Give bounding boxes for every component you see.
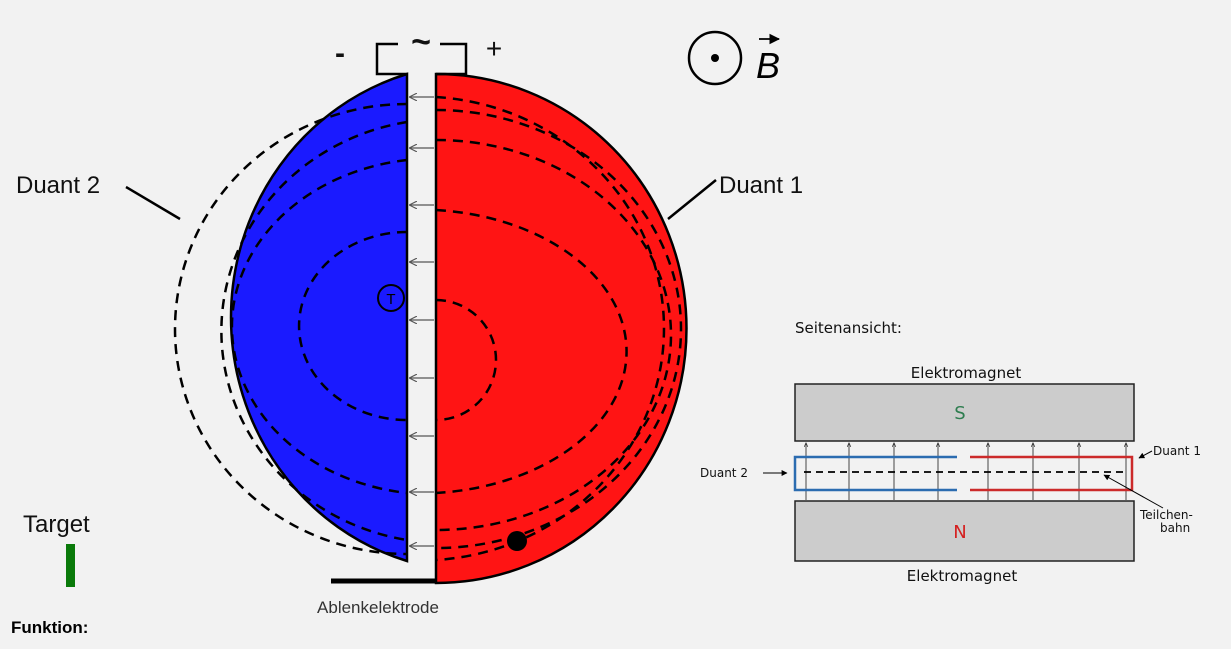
ion-source	[377, 284, 405, 312]
side-duant-1-label: Duant 1	[1153, 444, 1201, 458]
path-label-pointer	[1103, 474, 1164, 509]
duant-2-label: Duant 2	[16, 172, 100, 199]
target-marker	[66, 544, 75, 587]
duant-1-half	[434, 72, 688, 585]
side-duant-1-arrow	[1138, 450, 1153, 459]
path-label-line-1: Teilchen-	[1139, 508, 1193, 522]
north-pole: N	[953, 522, 966, 543]
function-heading: Funktion:	[11, 618, 89, 637]
field-out-of-page-icon	[687, 30, 743, 86]
side-view: Seitenansicht: Elektromagnet S N Elektro…	[700, 319, 1201, 585]
wire-minus	[375, 42, 407, 76]
ion-source-label: T	[386, 291, 395, 308]
path-label-line-2: bahn	[1160, 521, 1190, 535]
side-duant-2-label: Duant 2	[700, 466, 748, 480]
field-label: B	[756, 45, 780, 86]
side-view-title: Seitenansicht:	[795, 319, 902, 337]
duant-1-label: Duant 1	[719, 172, 803, 199]
plus-label: +	[486, 33, 502, 64]
side-duant-1	[970, 455, 1134, 492]
duant-1-leader	[667, 179, 717, 220]
particle-path	[173, 95, 683, 562]
side-duant-2	[793, 455, 957, 492]
top-magnet-label: Elektromagnet	[911, 364, 1022, 382]
field-arrows	[410, 97, 434, 546]
duant-2-leader	[125, 185, 181, 221]
top-magnet	[794, 383, 1135, 442]
bottom-magnet-label: Elektromagnet	[907, 567, 1018, 585]
wire-plus	[436, 42, 468, 76]
particle	[507, 531, 527, 551]
minus-label: -	[335, 37, 345, 70]
deflector-label: Ablenkelektrode	[317, 598, 439, 617]
field-dot	[711, 54, 719, 62]
ac-symbol: ~	[411, 23, 431, 61]
target-label: Target	[23, 511, 90, 538]
bottom-magnet	[794, 500, 1135, 562]
cyclotron-diagram: T Ablenkelektrode ~ - + B Duant 2 Duant …	[16, 23, 1201, 617]
south-pole: S	[954, 403, 965, 424]
